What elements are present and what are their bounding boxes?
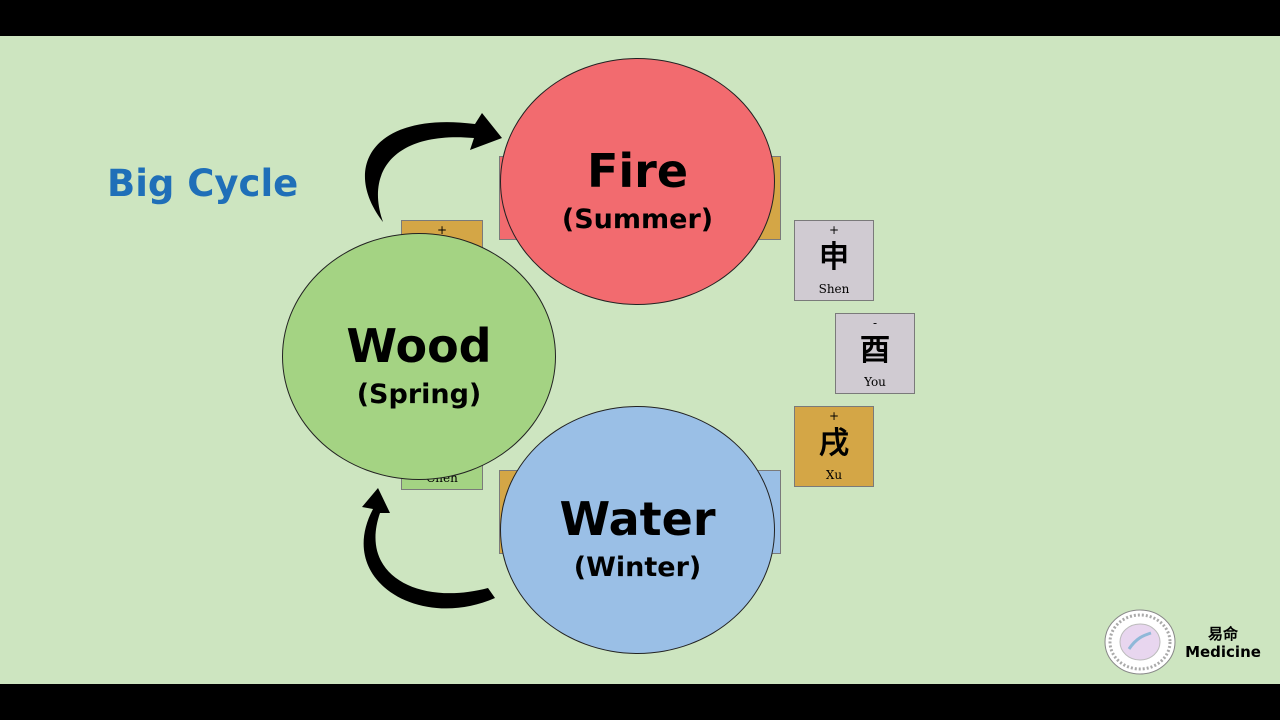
wood-name: Wood — [346, 319, 492, 373]
branch-you: - 酉 You — [835, 313, 915, 394]
slide: Big Cycle + Chen + 申 Shen - 酉 You + 戌 Xu… — [0, 36, 1280, 684]
letterbox-bottom — [0, 684, 1280, 720]
arrow-wood-to-fire — [364, 113, 502, 222]
fire-season: (Summer) — [561, 204, 714, 235]
branch-xu-roman: Xu — [825, 468, 843, 482]
branch-xu-char: 戌 — [819, 426, 849, 461]
branch-you-roman: You — [864, 375, 886, 389]
branch-xu: + 戌 Xu — [794, 406, 874, 487]
diagram-title: Big Cycle — [107, 162, 299, 205]
branch-you-sign: - — [872, 316, 878, 330]
branch-you-char: 酉 — [860, 333, 890, 368]
water-season: (Winter) — [573, 552, 702, 583]
branch-shen-sign: + — [828, 223, 840, 237]
logo-seal — [1104, 609, 1176, 675]
wood-circle: Wood (Spring) — [282, 233, 556, 480]
arrow-water-to-wood — [362, 488, 495, 609]
branch-shen: + 申 Shen — [794, 220, 874, 301]
logo-english: Medicine — [1185, 643, 1261, 661]
cycle-arrows — [362, 113, 502, 609]
logo-chinese: 易命 — [1207, 625, 1238, 643]
branch-shen-char: 申 — [819, 240, 849, 275]
letterbox-top — [0, 0, 1280, 36]
branch-shen-roman: Shen — [818, 282, 850, 296]
water-circle: Water (Winter) — [500, 406, 775, 654]
branch-xu-sign: + — [828, 409, 840, 423]
fire-circle: Fire (Summer) — [500, 58, 775, 305]
fire-name: Fire — [586, 144, 689, 198]
wood-top-branch-sign: + — [436, 223, 448, 237]
water-name: Water — [559, 492, 716, 546]
wood-season: (Spring) — [356, 379, 482, 410]
